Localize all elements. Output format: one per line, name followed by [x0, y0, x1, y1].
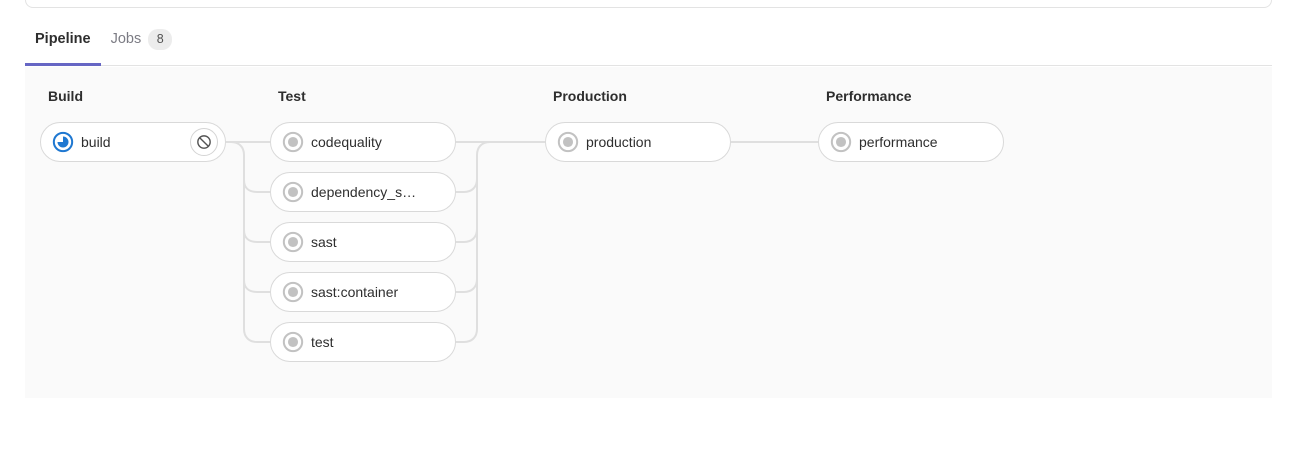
- stage-performance: Performance performance: [818, 67, 1004, 172]
- job-name: performance: [859, 134, 938, 150]
- job-name: sast: [311, 234, 337, 250]
- job-pill-build[interactable]: build: [40, 122, 226, 162]
- stage-build: Build build: [40, 67, 226, 172]
- status-created-icon: [282, 231, 304, 253]
- status-created-icon: [282, 281, 304, 303]
- job-name: sast:container: [311, 284, 399, 300]
- job-pill-test[interactable]: test: [270, 322, 456, 362]
- tab-count-badge: 8: [148, 29, 173, 50]
- job-pill-performance[interactable]: performance: [818, 122, 1004, 162]
- pipeline-graph: Build build Test codequality de: [25, 67, 1272, 398]
- status-created-icon: [282, 131, 304, 153]
- job-name: codequality: [311, 134, 382, 150]
- stage-jobs: build: [40, 122, 226, 162]
- job-name: build: [81, 134, 111, 150]
- status-running-icon: [52, 131, 74, 153]
- status-created-icon: [830, 131, 852, 153]
- stage-title: Production: [553, 88, 627, 104]
- status-created-icon: [282, 181, 304, 203]
- tab-label: Jobs: [110, 31, 142, 48]
- job-pill-codequality[interactable]: codequality: [270, 122, 456, 162]
- job-name: production: [586, 134, 652, 150]
- pipeline-connectors: [226, 141, 818, 343]
- stage-jobs: codequality dependency_s… sast sast:cont…: [270, 122, 456, 362]
- status-created-icon: [282, 331, 304, 353]
- top-panel-edge: [25, 0, 1272, 8]
- stage-jobs: performance: [818, 122, 1004, 162]
- job-pill-production[interactable]: production: [545, 122, 731, 162]
- tab-jobs[interactable]: Jobs 8: [101, 27, 183, 66]
- stage-production: Production production: [545, 67, 731, 172]
- job-name: dependency_s…: [311, 184, 417, 200]
- stage-title: Build: [48, 88, 83, 104]
- ban-icon: [197, 135, 211, 149]
- cancel-job-button[interactable]: [190, 128, 218, 156]
- job-pill-dependency-s-[interactable]: dependency_s…: [270, 172, 456, 212]
- job-pill-sast-container[interactable]: sast:container: [270, 272, 456, 312]
- stage-jobs: production: [545, 122, 731, 162]
- job-pill-sast[interactable]: sast: [270, 222, 456, 262]
- stage-title: Performance: [826, 88, 912, 104]
- status-created-icon: [557, 131, 579, 153]
- job-name: test: [311, 334, 334, 350]
- tab-pipeline[interactable]: Pipeline: [25, 27, 101, 66]
- stage-test: Test codequality dependency_s… sast sas: [270, 67, 456, 372]
- stage-title: Test: [278, 88, 306, 104]
- tab-label: Pipeline: [35, 31, 91, 48]
- tabs-bar: Pipeline Jobs 8: [25, 27, 1272, 66]
